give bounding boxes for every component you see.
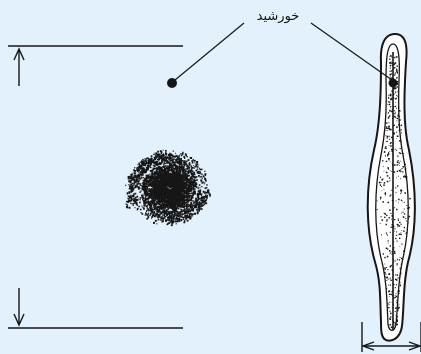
sun-leader-line-side-view [311, 23, 392, 80]
sun-leader-line-top-view [175, 23, 244, 80]
sun-marker-top-view [167, 78, 177, 88]
spiral-galaxy-top-view [125, 150, 211, 226]
sun-callout: خورشید [167, 9, 398, 88]
sun-label: خورشید [257, 9, 300, 24]
sun-marker-side-view [389, 79, 398, 88]
spiral-star-speckle [125, 150, 211, 226]
